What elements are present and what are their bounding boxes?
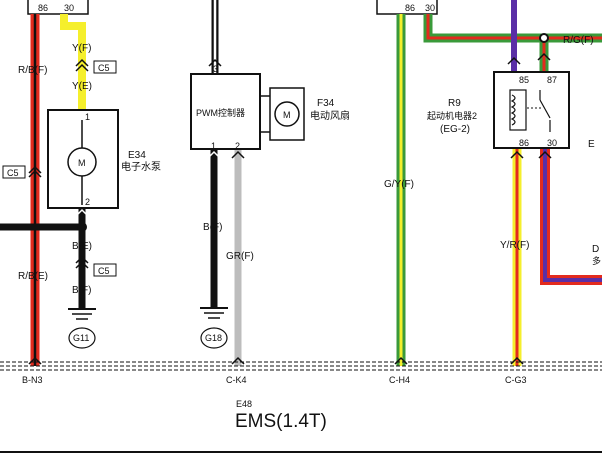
connector-mark-c5-yellow: C5 [75, 58, 117, 74]
relay-pin-30: 30 [547, 138, 557, 148]
ground-icon [200, 327, 228, 349]
relay-pin-85: 85 [519, 75, 529, 85]
top-right-connector: 86 30 [376, 0, 438, 15]
ground-icon [68, 327, 96, 349]
ems-label: EMS(1.4T) [235, 411, 327, 432]
wire-label-grf: GR(F) [226, 251, 254, 262]
fan-motor-icon [274, 101, 300, 127]
connector-mark-c5-left: C5 [2, 165, 42, 179]
pin-label-cg3: C-G3 [505, 375, 527, 385]
r9-name: 起动机电器2 [427, 110, 477, 121]
wire-purple [507, 0, 521, 72]
e34-pin-2: 2 [85, 197, 90, 207]
pump-motor-icon [67, 147, 97, 177]
wire-top-pwm [208, 0, 222, 74]
top-left-connector: 86 30 [27, 0, 89, 15]
f34-name: 电动风扇 [310, 109, 350, 122]
e34-water-pump: M 1 2 [47, 109, 119, 209]
wire-label-rgf: R/G(F) [563, 35, 594, 46]
relay-pin-87: 87 [547, 75, 557, 85]
f34-code: F34 [317, 98, 335, 109]
connector-label-c5-yellow: C5 [98, 63, 110, 73]
pwm-pin-1: 1 [211, 141, 216, 151]
wire-label-yf: Y(F) [72, 43, 91, 54]
e34-pin-1: 1 [85, 112, 90, 122]
e34-code: E34 [128, 150, 146, 161]
top-left-pin-86: 86 [38, 3, 48, 13]
wire-label-ye: Y(E) [72, 81, 92, 92]
top-left-pin-30: 30 [64, 3, 74, 13]
e34-name: 电子水泵 [121, 160, 161, 173]
r9-code: R9 [448, 98, 461, 109]
relay-coil-icon [509, 89, 527, 131]
wire-red-green [423, 14, 602, 72]
wire-label-rbf: R/B(F) [18, 65, 47, 76]
wire-label-be: B(E) [72, 241, 92, 252]
wire-relay-30-out [538, 149, 602, 285]
pump-motor-label: M [78, 158, 86, 168]
wire-label-bf-mid: B(F) [203, 222, 222, 233]
ground-label-g11: G11 [73, 333, 89, 343]
right-edge-label-d: D [592, 244, 599, 255]
right-edge-label-cn: 多 [592, 255, 601, 266]
wire-label-rbe: R/B(E) [18, 271, 48, 282]
ground-label-g18: G18 [205, 333, 222, 343]
pwm-controller: 3 PWM控制器 1 2 M [190, 64, 305, 151]
wire-black-pump-ground [75, 208, 89, 308]
connector-label-c5-left: C5 [7, 168, 19, 178]
ems-connector-band [0, 356, 602, 371]
relay-pin-86: 86 [519, 138, 529, 148]
wire-yellow [60, 14, 86, 110]
top-right-pin-86: 86 [405, 3, 415, 13]
pin-label-ch4: C-H4 [389, 375, 410, 385]
wire-yellow-red [510, 149, 524, 366]
r9-relay: 85 87 86 30 [493, 71, 570, 149]
ground-g11: G11 [68, 308, 96, 349]
pin-label-ck4: C-K4 [226, 375, 247, 385]
fan-motor-label: M [283, 110, 291, 120]
ground-g18: G18 [200, 307, 228, 349]
connector-label-c5-black: C5 [98, 266, 110, 276]
right-edge-label-e: E [588, 139, 595, 150]
ems-code: E48 [236, 399, 252, 409]
wire-label-bf-left: B(F) [72, 285, 91, 296]
wire-label-yrf: Y/R(F) [500, 240, 529, 251]
pin-label-bn3: B-N3 [22, 375, 43, 385]
splice-point [539, 33, 549, 43]
wire-gray [231, 150, 245, 366]
connector-box-c5-black [93, 263, 117, 277]
pwm-pin-3: 3 [213, 64, 218, 74]
top-right-pin-30: 30 [425, 3, 435, 13]
wire-label-gyf: G/Y(F) [384, 179, 414, 190]
pwm-pin-2: 2 [235, 141, 240, 151]
relay-switch-icon [539, 99, 551, 119]
pwm-label: PWM控制器 [196, 107, 245, 118]
wire-black-pwm-ground [207, 150, 221, 307]
r9-group: (EG-2) [440, 124, 470, 135]
